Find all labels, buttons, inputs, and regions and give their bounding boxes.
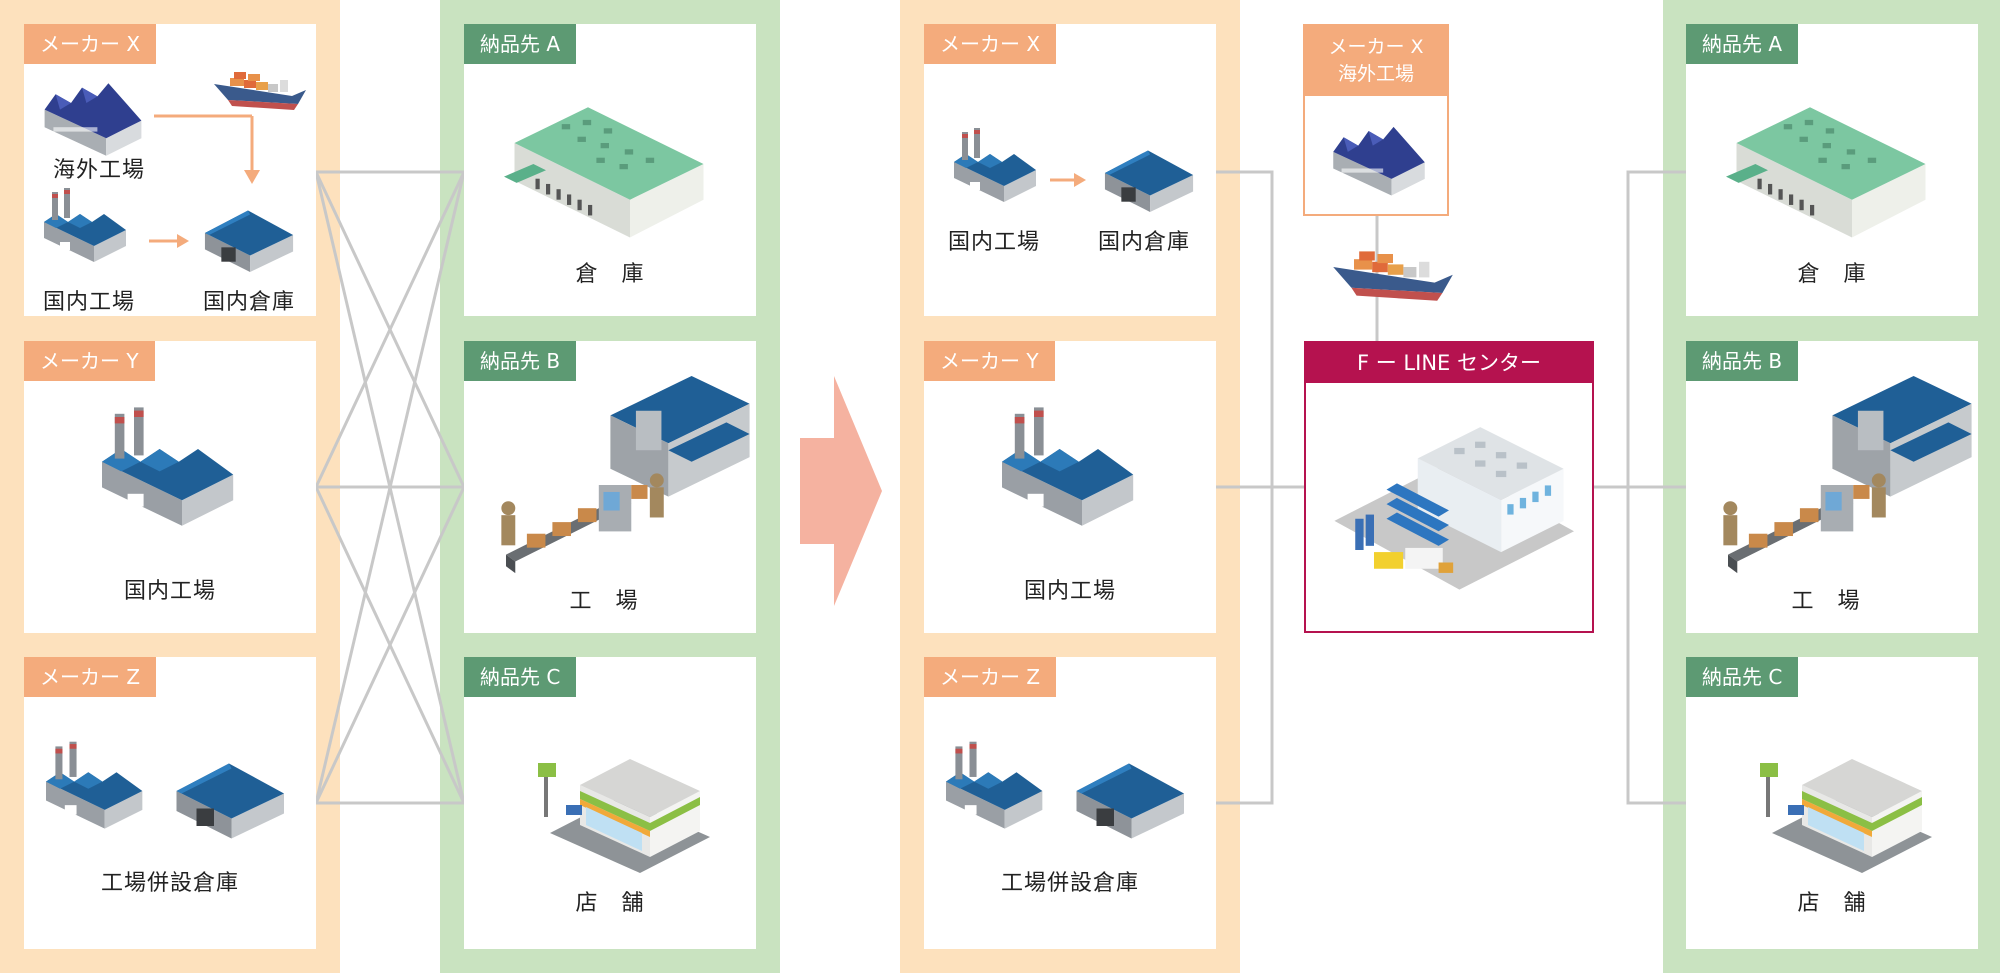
factory-icon — [934, 737, 1052, 831]
before-destination-b-card: 納品先 B 工 場 — [464, 341, 756, 633]
ship-icon — [1328, 228, 1458, 306]
after-maker-x-tag: メーカー X — [924, 24, 1057, 64]
after-destination-c-card: 納品先 C 店 舗 — [1686, 657, 1978, 949]
before-maker-y-label: 国内工場 — [123, 579, 216, 604]
after-maker-z-label: 工場併設倉庫 — [1000, 871, 1139, 896]
flow-arrows — [149, 114, 260, 248]
before-maker-y-tag: メーカー Y — [24, 341, 155, 381]
before-maker-x-card: メーカー X 海外工場 国内工場 国内倉庫 — [24, 24, 316, 316]
after-maker-y-card: メーカー Y 国内工場 — [924, 341, 1216, 633]
before-maker-x-tag: メーカー X — [24, 24, 157, 64]
overseas-factory-box: メーカー X 海外工場 — [1303, 24, 1449, 216]
after-destination-a-label: 倉 庫 — [1797, 262, 1867, 287]
after-maker-z-tag: メーカー Z — [924, 657, 1057, 697]
after-domestic-warehouse-label: 国内倉庫 — [1097, 230, 1190, 255]
after-maker-y-label: 国内工場 — [1023, 579, 1116, 604]
after-destination-a-tag: 納品先 A — [1686, 24, 1799, 64]
warehouse-icon — [504, 90, 714, 238]
overseas-factory-label: 海外工場 — [1337, 63, 1414, 85]
domestic-warehouse-icon — [196, 192, 300, 274]
before-maker-z-label: 工場併設倉庫 — [100, 871, 239, 896]
after-maker-y-tag: メーカー Y — [924, 341, 1055, 381]
store-icon — [530, 733, 710, 873]
factory-conveyor-icon — [494, 369, 750, 601]
overseas-maker-label: メーカー X — [1328, 36, 1424, 58]
after-destination-b-label: 工 場 — [1791, 589, 1861, 614]
warehouse-icon — [1726, 90, 1936, 238]
before-destination-c-label: 店 舗 — [575, 891, 645, 916]
factory-conveyor-icon — [1716, 369, 1972, 601]
warehouse-icon — [164, 741, 294, 841]
after-maker-z-card: メーカー Z 工場併設倉庫 — [924, 657, 1216, 949]
before-domestic-factory-label: 国内工場 — [42, 290, 135, 315]
after-destination-b-tag: 納品先 B — [1686, 341, 1799, 381]
domestic-factory-icon — [986, 401, 1146, 529]
before-destination-b-tag: 納品先 B — [464, 341, 577, 381]
domestic-factory-icon — [34, 184, 134, 264]
fline-center-box: F ー LINE センター — [1304, 341, 1594, 633]
after-maker-x-card: メーカー X 国内工場 国内倉庫 — [924, 24, 1216, 316]
store-icon — [1752, 733, 1932, 873]
factory-icon — [34, 737, 152, 831]
flow-arrow — [1050, 173, 1086, 187]
overseas-factory-header: メーカー X 海外工場 — [1305, 26, 1447, 96]
before-destination-b-label: 工 場 — [569, 589, 639, 614]
after-destination-b-card: 納品先 B 工 場 — [1686, 341, 1978, 633]
after-destination-c-tag: 納品先 C — [1686, 657, 1799, 697]
before-maker-z-card: メーカー Z 工場併設倉庫 — [24, 657, 316, 949]
distribution-center-icon — [1324, 395, 1574, 605]
domestic-warehouse-icon — [1096, 132, 1200, 214]
domestic-factory-icon — [86, 401, 246, 529]
before-destination-a-card: 納品先 A 倉 庫 — [464, 24, 756, 316]
after-destination-a-card: 納品先 A 倉 庫 — [1686, 24, 1978, 316]
before-destination-a-label: 倉 庫 — [575, 262, 645, 287]
after-destination-c-label: 店 舗 — [1797, 891, 1867, 916]
transition-arrow-icon — [800, 376, 882, 606]
after-domestic-factory-label: 国内工場 — [947, 230, 1040, 255]
before-domestic-warehouse-label: 国内倉庫 — [202, 290, 295, 315]
before-destination-c-tag: 納品先 C — [464, 657, 577, 697]
overseas-factory-icon — [1327, 114, 1431, 198]
fline-center-title: F ー LINE センター — [1306, 343, 1592, 383]
before-destination-a-tag: 納品先 A — [464, 24, 577, 64]
before-maker-z-tag: メーカー Z — [24, 657, 157, 697]
before-maker-y-card: メーカー Y 国内工場 — [24, 341, 316, 633]
before-destination-c-card: 納品先 C 店 舗 — [464, 657, 756, 949]
before-overseas-factory-label: 海外工場 — [52, 158, 145, 183]
warehouse-icon — [1064, 741, 1194, 841]
